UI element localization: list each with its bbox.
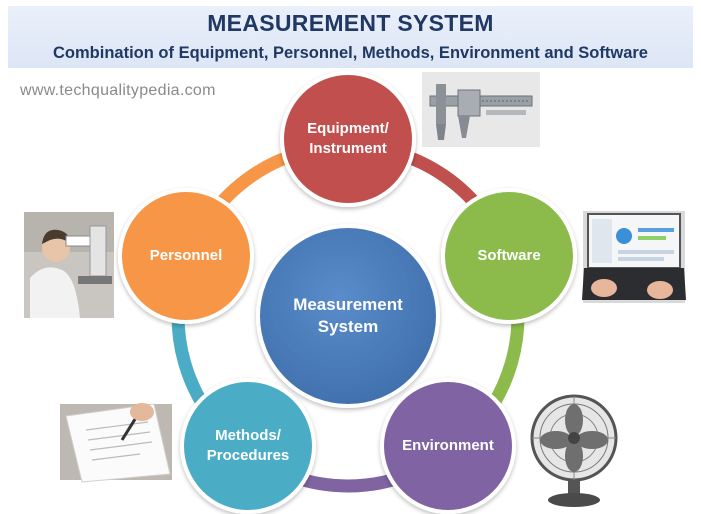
table-fan-photo xyxy=(530,394,618,507)
writing-document-photo xyxy=(60,403,172,483)
node-label-personnel: Personnel xyxy=(149,247,223,264)
node-circle-equipment xyxy=(280,71,416,207)
node-circle-software xyxy=(441,188,577,324)
center-label: Measurement System xyxy=(293,295,403,336)
header-banner: MEASUREMENT SYSTEM Combination of Equipm… xyxy=(8,6,693,68)
node-circle-environment xyxy=(380,378,516,514)
operator-photo xyxy=(24,212,114,318)
node-circle-personnel xyxy=(118,188,254,324)
laptop-photo xyxy=(582,211,686,303)
vernier-caliper-photo xyxy=(422,72,540,147)
page-subtitle: Combination of Equipment, Personnel, Met… xyxy=(53,44,648,62)
node-label-software: Software xyxy=(477,247,541,264)
node-label-environment: Environment xyxy=(402,437,494,454)
center-circle xyxy=(256,224,440,408)
node-label-equipment: Equipment/ Instrument xyxy=(307,120,389,157)
node-label-methods: Methods/ Procedures xyxy=(206,427,290,464)
node-circle-methods xyxy=(180,378,316,514)
page-title: MEASUREMENT SYSTEM xyxy=(207,10,494,36)
website-url: www.techqualitypedia.com xyxy=(20,82,216,99)
